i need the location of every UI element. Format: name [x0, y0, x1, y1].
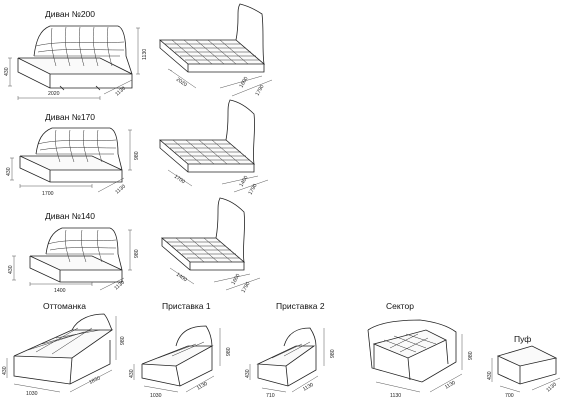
svg-text:1130: 1130 [142, 49, 148, 60]
svg-text:980: 980 [120, 336, 126, 345]
svg-text:1030: 1030 [150, 393, 162, 399]
svg-text:1130: 1130 [114, 86, 126, 98]
svg-text:1600: 1600 [231, 273, 242, 286]
sofa-sketch [17, 25, 133, 91]
pouf-sketch [496, 345, 558, 385]
svg-text:430: 430 [6, 167, 12, 176]
svg-text:430: 430 [2, 366, 8, 375]
svg-text:980: 980 [226, 347, 232, 356]
plan-sketch [158, 99, 256, 173]
svg-text:1130: 1130 [113, 280, 125, 292]
svg-text:1130: 1130 [545, 382, 557, 394]
sector-sketch [367, 319, 457, 383]
svg-text:980: 980 [330, 349, 336, 358]
module-sector: Сектор 980 1130 1130 [367, 301, 474, 399]
svg-text:430: 430 [4, 67, 10, 76]
sofa-sketch [19, 127, 123, 183]
svg-text:1790: 1790 [248, 183, 259, 196]
svg-text:430: 430 [8, 265, 14, 274]
svg-text:1130: 1130 [114, 184, 126, 196]
module-ottoman: Оттоманка 430 980 1030 1830 [2, 301, 126, 397]
svg-text:1400: 1400 [175, 272, 188, 284]
module-title: Пуф [514, 334, 531, 344]
model-170: Диван №170 430 980 1700 1130 1700 [6, 99, 269, 197]
svg-text:430: 430 [487, 371, 493, 380]
svg-text:710: 710 [266, 393, 275, 399]
svg-text:1400: 1400 [239, 175, 250, 188]
model-140: Диван №140 430 980 1400 1130 1400 [8, 197, 261, 294]
model-title: Диван №170 [45, 112, 95, 122]
module-addon-1: Приставка 1 430 980 1030 1130 [129, 301, 232, 399]
svg-text:1830: 1830 [88, 375, 101, 385]
svg-text:1790: 1790 [241, 281, 252, 294]
svg-text:1600: 1600 [239, 76, 250, 89]
addon1-sketch [141, 325, 214, 387]
model-title: Диван №200 [45, 9, 95, 19]
svg-text:1130: 1130 [302, 382, 315, 393]
svg-text:980: 980 [134, 249, 140, 258]
sofa-sketch [29, 227, 123, 283]
module-title: Оттоманка [43, 301, 86, 311]
svg-text:2020: 2020 [48, 91, 60, 97]
module-title: Приставка 1 [162, 301, 211, 311]
svg-text:980: 980 [134, 151, 140, 160]
svg-text:1130: 1130 [444, 380, 457, 391]
plan-sketch [158, 3, 266, 73]
svg-text:1700: 1700 [173, 174, 186, 186]
ottoman-sketch [13, 313, 114, 385]
model-title: Диван №140 [45, 211, 95, 221]
module-title: Сектор [386, 301, 414, 311]
svg-text:1790: 1790 [255, 84, 266, 97]
plan-sketch [160, 197, 246, 271]
model-200: Диван №200 430 1130 2020 1130 [4, 3, 273, 100]
svg-text:1130: 1130 [196, 381, 209, 392]
svg-text:1700: 1700 [42, 191, 54, 197]
svg-text:2020: 2020 [175, 77, 188, 89]
module-addon-2: Приставка 2 430 980 710 1130 [245, 301, 336, 399]
svg-text:1030: 1030 [26, 391, 38, 397]
svg-text:430: 430 [245, 369, 251, 378]
svg-text:1400: 1400 [54, 288, 66, 294]
addon2-sketch [256, 327, 317, 387]
svg-text:980: 980 [468, 351, 474, 360]
svg-text:430: 430 [129, 369, 135, 378]
module-title: Приставка 2 [276, 301, 325, 311]
svg-text:1130: 1130 [390, 393, 401, 399]
module-pouf: Пуф 430 700 1130 [487, 334, 561, 399]
svg-text:700: 700 [505, 393, 514, 399]
